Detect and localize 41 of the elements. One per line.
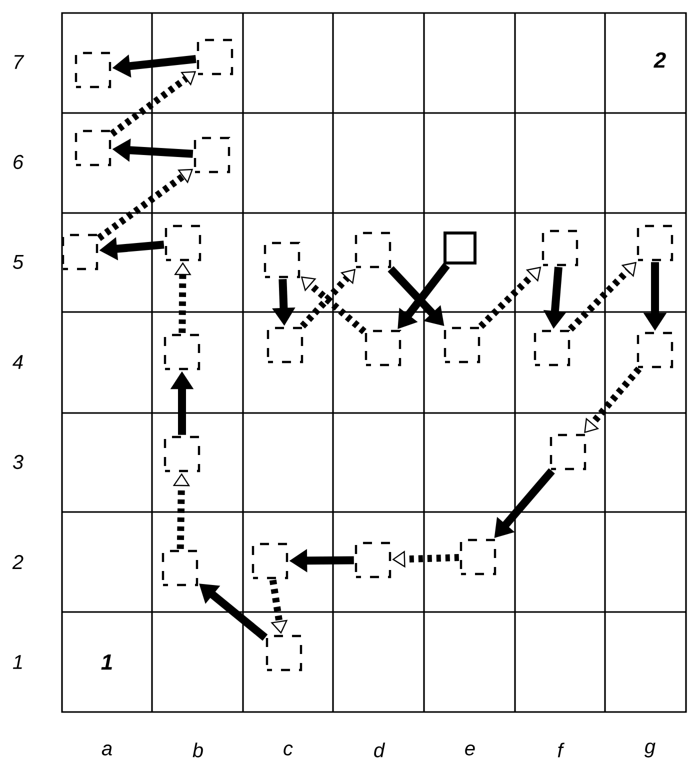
dashed-square bbox=[266, 634, 302, 672]
file-label: a bbox=[102, 744, 112, 756]
dashed-square bbox=[164, 436, 200, 472]
rank-label: 4 bbox=[12, 355, 23, 369]
rank-label: 7 bbox=[14, 55, 24, 69]
file-label: g bbox=[644, 742, 656, 758]
rank-label: 3 bbox=[12, 454, 24, 470]
move-arrow bbox=[478, 266, 542, 329]
dashed-square bbox=[164, 334, 200, 370]
rank-label: 1 bbox=[12, 655, 22, 669]
square-marker bbox=[444, 232, 476, 264]
dashed-square bbox=[252, 542, 288, 580]
board-number: 2 bbox=[654, 52, 666, 68]
dashed-square bbox=[62, 234, 98, 270]
file-label: d bbox=[374, 742, 386, 758]
dashed-square bbox=[196, 38, 234, 76]
dashed-square bbox=[364, 330, 402, 366]
dashed-square bbox=[550, 434, 586, 470]
dashed-square bbox=[534, 330, 570, 366]
dashed-square bbox=[444, 326, 480, 364]
rank-label: 2 bbox=[12, 555, 24, 569]
file-label: e bbox=[465, 744, 475, 756]
file-label: b bbox=[192, 742, 203, 758]
dashed-square bbox=[164, 224, 202, 262]
dashed-square bbox=[162, 550, 198, 586]
rank-label: 5 bbox=[12, 255, 24, 269]
dashed-square bbox=[636, 332, 674, 368]
file-label: c bbox=[284, 744, 293, 756]
dashed-square bbox=[354, 542, 392, 578]
dashed-square bbox=[266, 326, 304, 364]
dashed-square bbox=[460, 538, 496, 576]
dashed-square bbox=[636, 224, 674, 262]
dashed-square bbox=[542, 230, 578, 266]
rank-label: 6 bbox=[14, 154, 24, 170]
dashed-square bbox=[264, 242, 300, 278]
dashed-square bbox=[74, 52, 112, 88]
dashed-square bbox=[74, 130, 112, 166]
file-label: f bbox=[558, 742, 564, 758]
dashed-square bbox=[194, 136, 230, 174]
board-number: 1 bbox=[101, 654, 112, 670]
dashed-square bbox=[354, 232, 392, 268]
